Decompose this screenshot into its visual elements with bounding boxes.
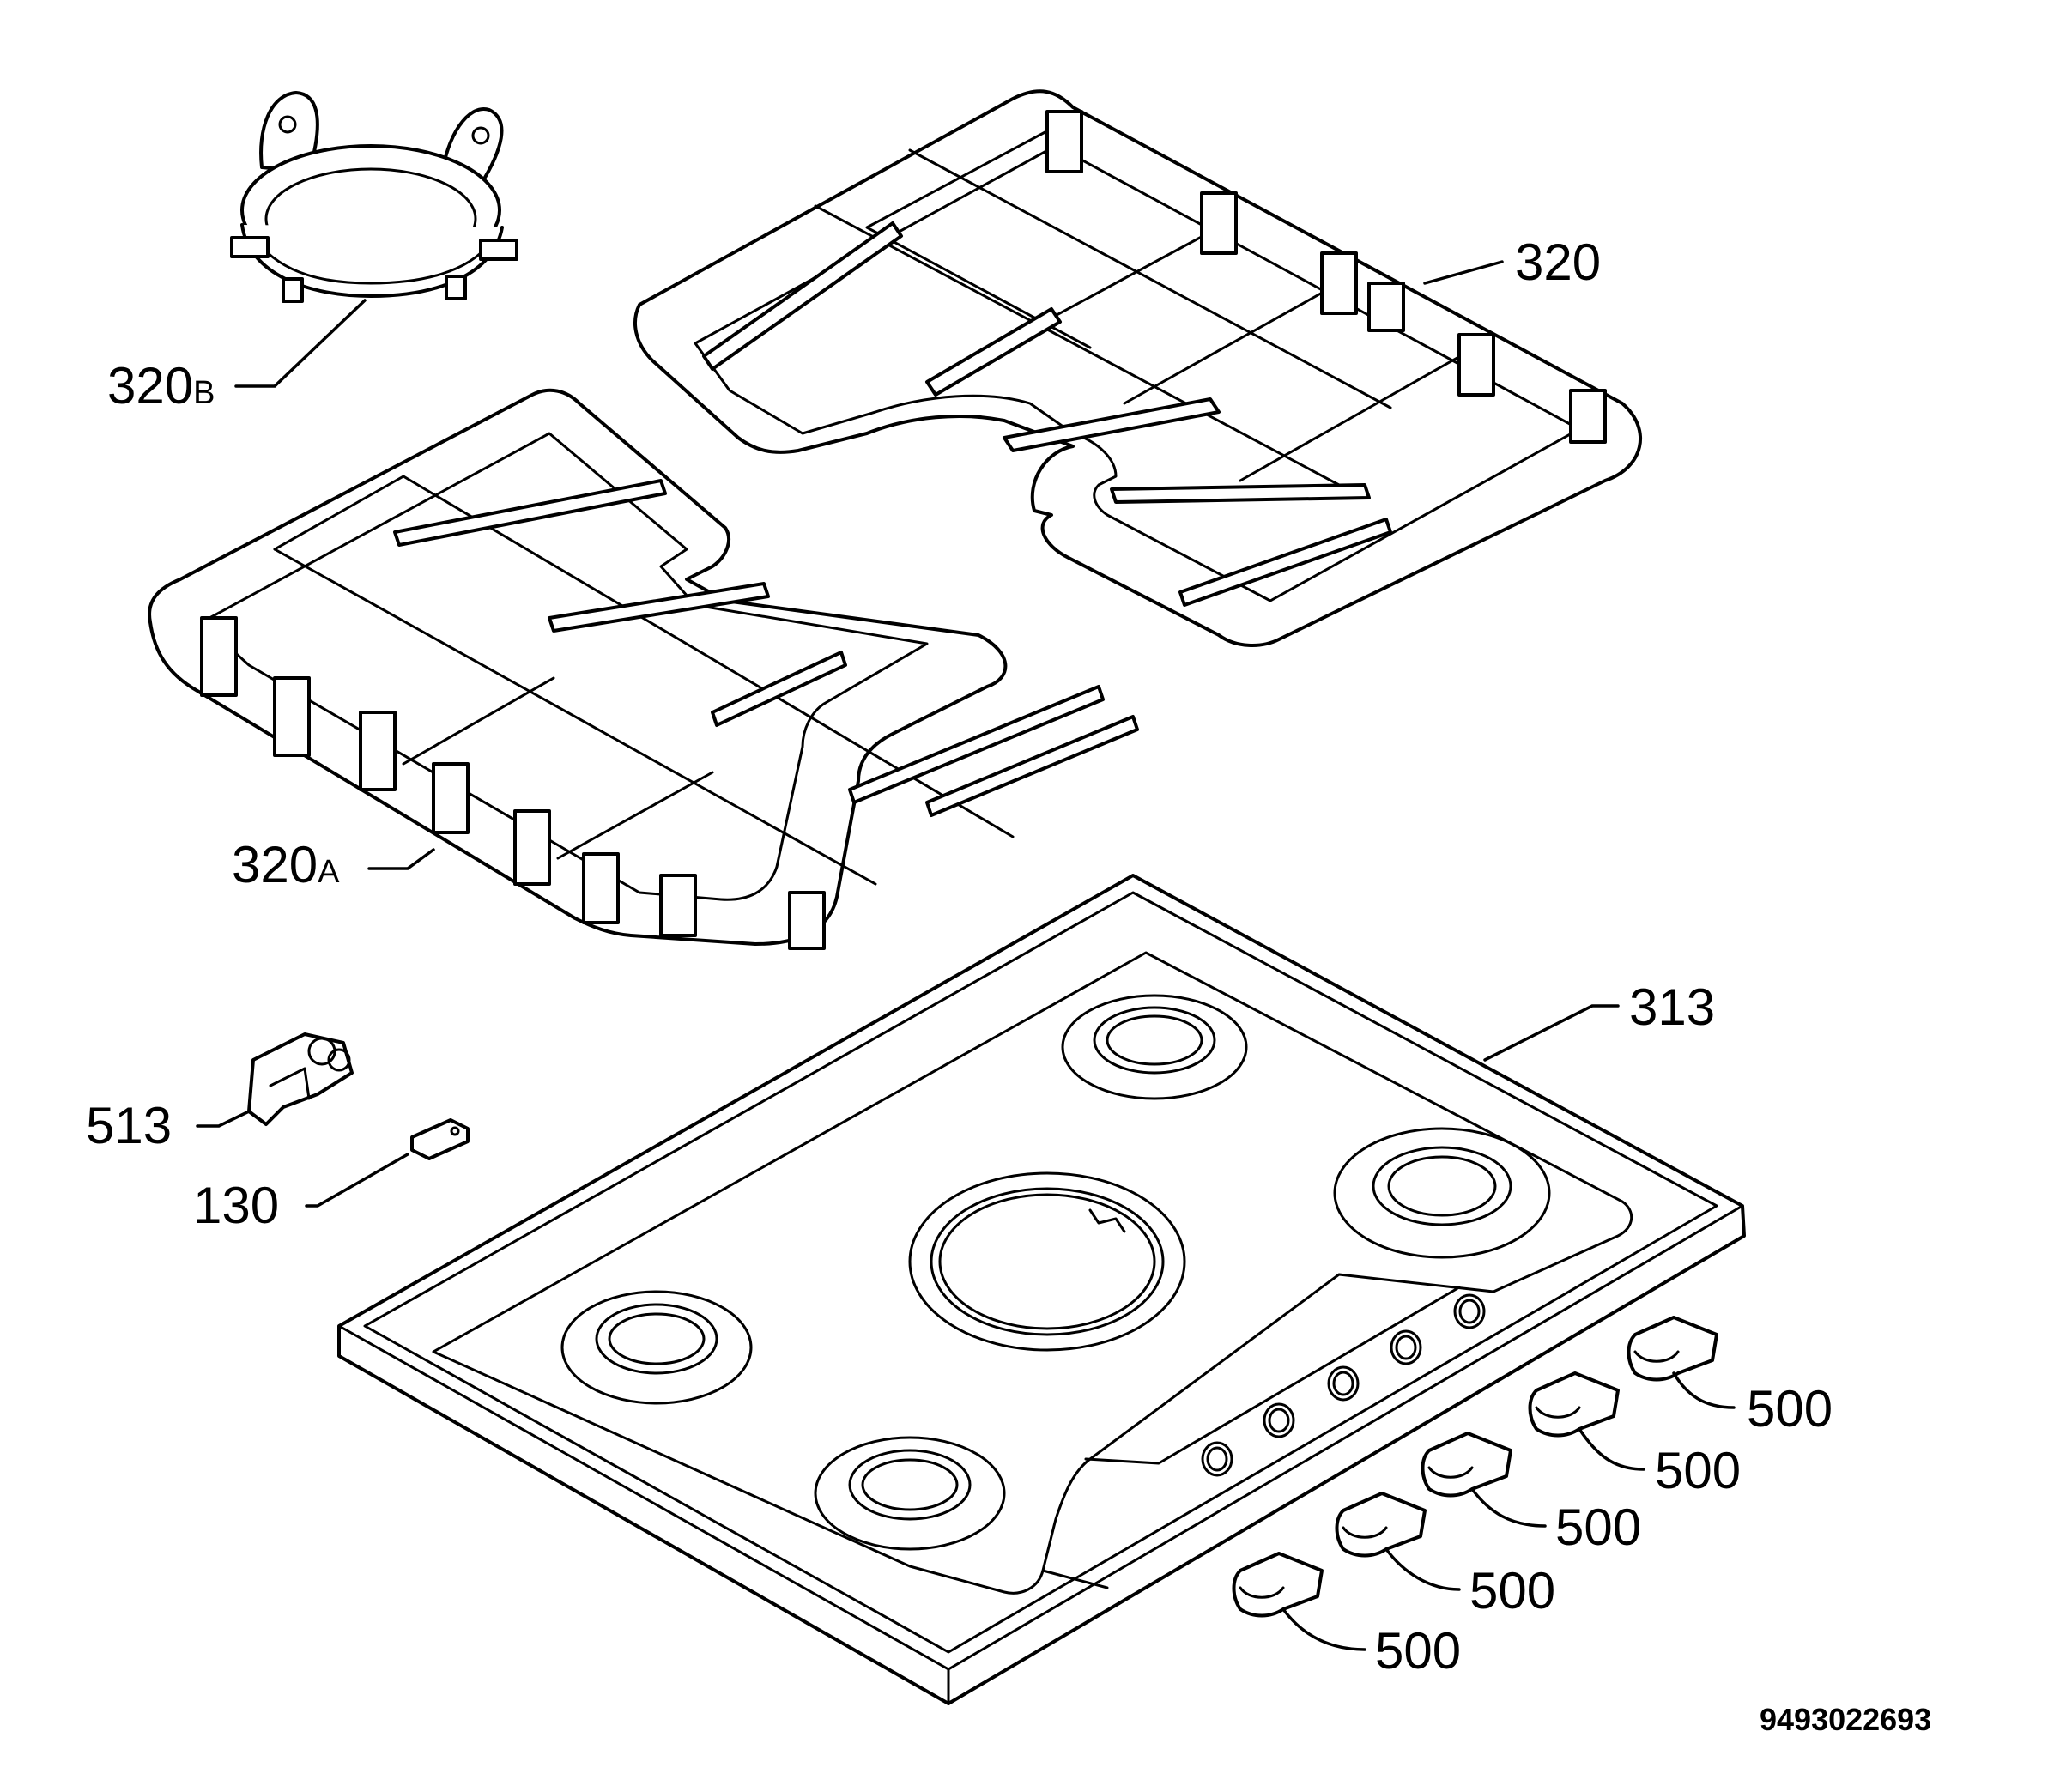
- label-knob-1: 500: [1747, 1380, 1833, 1438]
- control-knob-4: [1335, 1492, 1427, 1558]
- leader-knob-1: [1672, 1371, 1736, 1409]
- right-pan-support-grid: [633, 89, 1643, 647]
- label-knob-5: 500: [1375, 1622, 1461, 1680]
- leader-knob-5: [1281, 1607, 1366, 1651]
- wok-ring-part: [230, 91, 518, 303]
- label-grid-left: 320A: [232, 836, 340, 893]
- label-knob-2: 500: [1655, 1442, 1741, 1499]
- leader-grid-right: [1423, 260, 1504, 285]
- label-pad: 130: [193, 1177, 279, 1234]
- label-clip: 513: [86, 1097, 172, 1154]
- leader-knob-4: [1384, 1547, 1461, 1591]
- pad-part: [410, 1118, 470, 1160]
- control-knob-2: [1528, 1371, 1620, 1438]
- label-hob: 313: [1629, 978, 1715, 1036]
- leader-clip: [196, 1110, 251, 1128]
- hob-top: [337, 874, 1746, 1705]
- control-knob-5: [1232, 1552, 1324, 1618]
- left-pan-support-grid: [148, 388, 1139, 950]
- burner-right: [1333, 1127, 1551, 1259]
- burner-centre-wok: [908, 1171, 1186, 1352]
- leader-ring: [234, 299, 367, 388]
- burner-rear: [1061, 994, 1248, 1100]
- label-wok-ring: 320B: [107, 357, 215, 415]
- leader-pad: [305, 1153, 409, 1208]
- label-grid-right: 320: [1515, 233, 1601, 291]
- leader-hob: [1483, 1004, 1620, 1062]
- burner-left: [560, 1290, 753, 1405]
- clip-part: [247, 1032, 354, 1126]
- leader-knob-3: [1470, 1487, 1547, 1528]
- label-knob-4: 500: [1469, 1562, 1555, 1619]
- control-knob-1: [1627, 1316, 1718, 1382]
- control-knob-3: [1421, 1432, 1512, 1498]
- leader-grid-left: [367, 848, 435, 870]
- burner-front: [814, 1436, 1006, 1551]
- leader-knob-2: [1578, 1427, 1645, 1471]
- document-number: 9493022693: [1760, 1702, 1931, 1737]
- label-knob-3: 500: [1555, 1498, 1641, 1556]
